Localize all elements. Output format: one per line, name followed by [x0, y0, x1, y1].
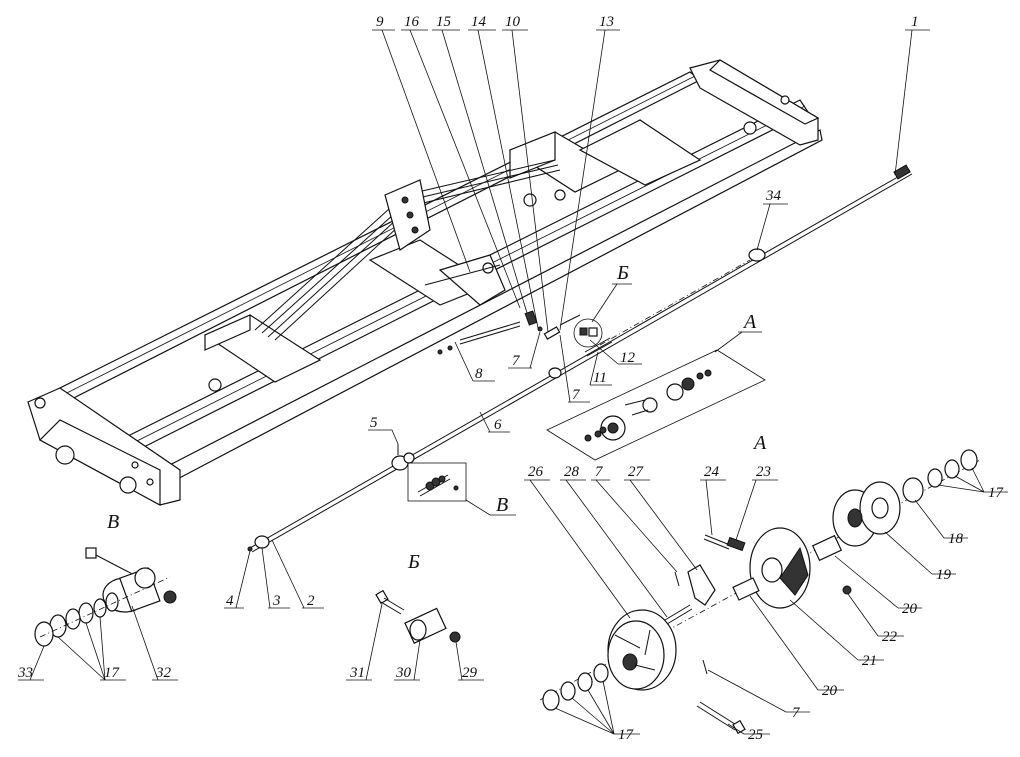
- callout-30: 30: [395, 665, 412, 681]
- callout-20b: 20: [822, 683, 838, 699]
- callout-28: 28: [564, 464, 580, 480]
- callout-24: 24: [704, 464, 720, 480]
- callout-14: 14: [471, 14, 487, 30]
- callout-25: 25: [748, 727, 764, 743]
- callout-34: 34: [765, 188, 782, 204]
- callout-1: 1: [911, 14, 919, 30]
- view-labels: Б А А В В Б: [107, 262, 767, 573]
- callout-13: 13: [599, 14, 614, 30]
- view-label-b: Б: [407, 551, 420, 573]
- leader-lines: [18, 29, 1008, 735]
- callout-17-bottom: 17: [618, 727, 635, 743]
- callout-5: 5: [370, 415, 378, 431]
- callout-12: 12: [620, 350, 636, 366]
- callout-16: 16: [404, 14, 420, 30]
- callout-17-right: 17: [988, 485, 1005, 501]
- view-label-a-top: А: [742, 311, 757, 333]
- callout-11: 11: [593, 370, 607, 386]
- view-v-assembly: [34, 547, 177, 647]
- callout-20a: 20: [902, 601, 918, 617]
- callout-15: 15: [436, 14, 452, 30]
- callout-10: 10: [505, 14, 521, 30]
- detail-circle-b: [573, 318, 603, 348]
- callout-7a: 7: [572, 387, 581, 403]
- callout-9: 9: [376, 14, 384, 30]
- callout-31: 31: [349, 665, 365, 681]
- callout-32: 32: [155, 665, 172, 681]
- callout-7c: 7: [595, 464, 604, 480]
- detail-box-a: [546, 349, 766, 461]
- view-a-assembly: [539, 449, 981, 735]
- callout-7d: 7: [792, 705, 801, 721]
- view-label-v-box: В: [496, 494, 508, 516]
- callout-17-left: 17: [104, 665, 121, 681]
- frame: [27, 59, 823, 507]
- callout-22: 22: [882, 629, 898, 645]
- callout-labels: 9 16 15 14 10 13 1 34 12 11 7 7 8 6 5 4 …: [17, 14, 1005, 743]
- callout-7b: 7: [512, 353, 521, 369]
- callout-27: 27: [628, 464, 645, 480]
- view-label-v: В: [107, 511, 119, 533]
- callout-6: 6: [494, 417, 502, 433]
- callout-33: 33: [17, 665, 33, 681]
- callout-4: 4: [226, 593, 234, 609]
- callout-3: 3: [272, 593, 281, 609]
- callout-23: 23: [756, 464, 771, 480]
- callout-21: 21: [862, 653, 877, 669]
- callout-2: 2: [307, 593, 315, 609]
- view-label-b-top: Б: [616, 262, 629, 284]
- callout-29: 29: [462, 665, 478, 681]
- callout-18: 18: [948, 531, 964, 547]
- callout-19: 19: [936, 567, 952, 583]
- view-b-assembly: [375, 589, 461, 644]
- callout-8: 8: [475, 366, 483, 382]
- callout-26: 26: [528, 464, 544, 480]
- view-label-a: А: [752, 432, 767, 454]
- detail-box-v: [407, 462, 467, 502]
